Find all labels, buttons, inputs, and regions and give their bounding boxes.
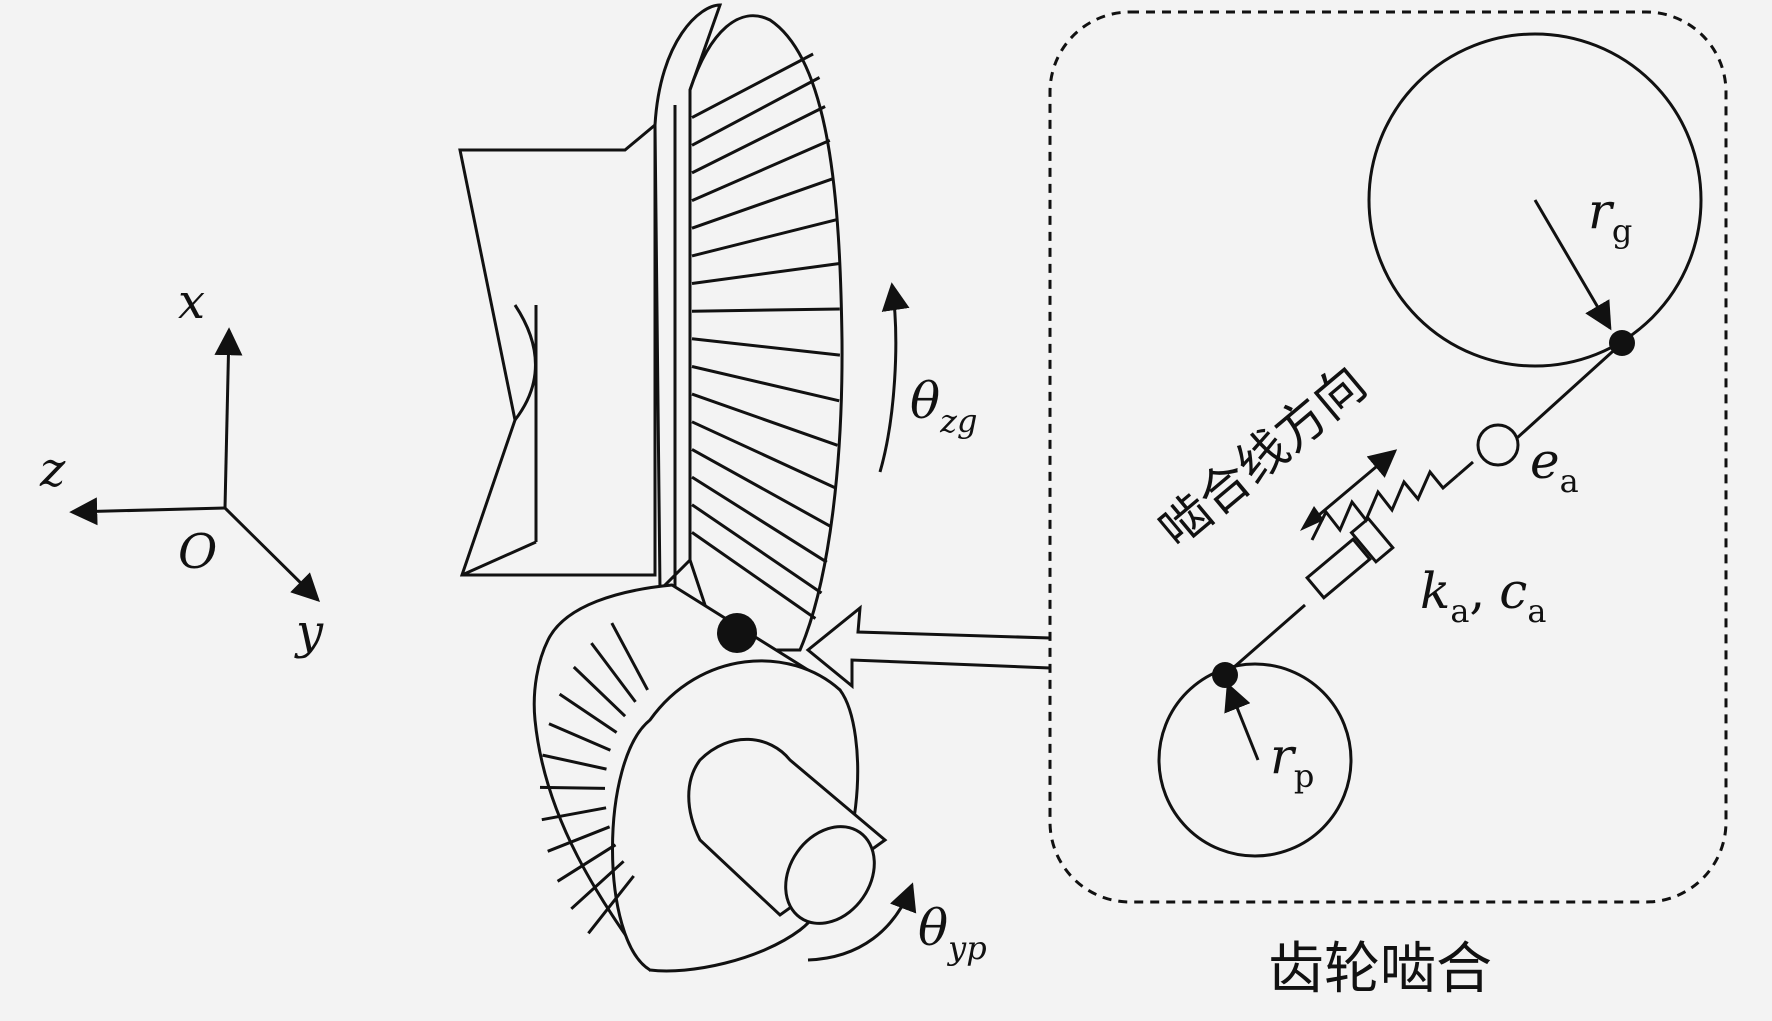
rp-subscript: p xyxy=(1294,757,1314,795)
pinion xyxy=(532,583,888,973)
loa-upper-segment xyxy=(1515,341,1624,440)
pinion-teeth xyxy=(539,622,649,935)
mesh-direction-label: 啮合线方向 xyxy=(1148,354,1377,559)
loa-lower-segment xyxy=(1224,603,1306,677)
y-axis-label: y xyxy=(294,604,324,660)
x-axis-label: x xyxy=(178,274,205,330)
gear-tooth-line xyxy=(691,420,836,489)
pinion-pitch-circle xyxy=(1157,662,1353,858)
rp-symbol: r xyxy=(1270,727,1297,785)
origin-label: O xyxy=(178,524,217,580)
gear-tooth-line xyxy=(691,365,840,403)
mesh-contact-point xyxy=(717,613,757,653)
mesh-direction-arrowhead-lower xyxy=(1300,506,1324,531)
pinion-tooth-line xyxy=(610,622,649,691)
detail-pointer-arrow xyxy=(805,604,1051,690)
mesh-direction-arrow xyxy=(1306,449,1398,527)
gear-rotation-arrow xyxy=(878,282,910,473)
loa-connector xyxy=(1457,460,1474,477)
gear-tooth-line xyxy=(691,337,841,357)
coordinate-axes xyxy=(69,327,320,602)
ka-ca-label: ka,ca xyxy=(1420,562,1546,630)
gear-tooth-line xyxy=(691,392,838,447)
pinion-tooth-line xyxy=(547,825,611,853)
rg-symbol: r xyxy=(1588,182,1615,240)
gear-tooth-line xyxy=(691,503,823,595)
gear-tooth-line xyxy=(691,475,828,564)
gear-hub xyxy=(458,121,657,577)
pinion-tooth-line xyxy=(548,722,611,752)
gear-tooth-line xyxy=(691,176,835,230)
line-of-action xyxy=(1224,341,1624,677)
pinion-rotation-label: θyp xyxy=(918,899,987,967)
pinion-tooth-line xyxy=(539,785,606,790)
gear-rotation-label: θzg xyxy=(910,372,977,440)
gear-tooth-band xyxy=(688,14,844,652)
pinion-tooth-line xyxy=(590,642,637,703)
theta-symbol: θ xyxy=(910,372,940,430)
gear-pitch-circle xyxy=(1367,32,1703,368)
ea-label: ea xyxy=(1530,432,1579,500)
gear-hub-edge-2 xyxy=(461,540,537,577)
gear-tooth-line xyxy=(691,52,814,119)
z-axis-label: z xyxy=(39,442,66,498)
pinion-tooth-line xyxy=(572,665,627,718)
gear-tooth-line xyxy=(691,105,826,175)
rg-subscript: g xyxy=(1612,212,1632,250)
pinion-tooth-line xyxy=(558,692,618,734)
ca-symbol: c xyxy=(1499,562,1527,620)
pinion-tooth-line xyxy=(542,753,607,771)
gear-teeth xyxy=(691,52,841,620)
pinion-contact-dot xyxy=(1212,662,1238,688)
bevel-gear xyxy=(458,3,844,652)
theta-zg-subscript: zg xyxy=(939,402,977,440)
ca-subscript: a xyxy=(1527,592,1546,630)
gear-tooth-line xyxy=(691,139,831,202)
rg-label: rg xyxy=(1588,182,1632,250)
gear-tooth-line xyxy=(691,76,821,147)
ka-subscript: a xyxy=(1450,592,1469,630)
mesh-detail-box xyxy=(1048,10,1728,904)
gear-tooth-line xyxy=(691,307,840,313)
gear-tooth-line xyxy=(691,262,839,285)
gear-contact-dot xyxy=(1609,330,1635,356)
damper-element xyxy=(1304,516,1395,600)
z-axis-arrow xyxy=(69,497,226,526)
pinion-tooth-line xyxy=(587,875,635,935)
error-excitation-symbol xyxy=(1476,423,1520,467)
pinion-tooth-line xyxy=(570,860,625,910)
x-axis-arrow xyxy=(214,327,243,509)
gear-tooth-line xyxy=(691,218,837,258)
pinion-tooth-line xyxy=(556,843,617,883)
ka-ca-comma: , xyxy=(1469,562,1485,620)
ea-symbol: e xyxy=(1530,432,1560,490)
gear-tooth-line xyxy=(691,531,817,620)
theta-symbol-pinion: θ xyxy=(918,899,948,957)
y-axis-arrow xyxy=(223,506,320,602)
pinion-rotation-arrow xyxy=(807,882,917,962)
pinion-tooth-line xyxy=(541,806,607,822)
gear-tooth-line xyxy=(691,448,833,529)
rp-radius-arrow xyxy=(1224,682,1260,761)
ea-subscript: a xyxy=(1560,462,1579,500)
rg-radius-arrow xyxy=(1533,199,1612,331)
mesh-caption: 齿轮啮合 xyxy=(1268,937,1492,1002)
ka-symbol: k xyxy=(1420,562,1450,620)
damper-piston xyxy=(1349,516,1395,564)
rp-label: rp xyxy=(1270,727,1314,795)
stiffness-spring xyxy=(1310,469,1459,541)
theta-yp-subscript: yp xyxy=(946,929,987,967)
damper-body xyxy=(1304,537,1372,600)
pinion-shaft-end xyxy=(784,825,876,925)
